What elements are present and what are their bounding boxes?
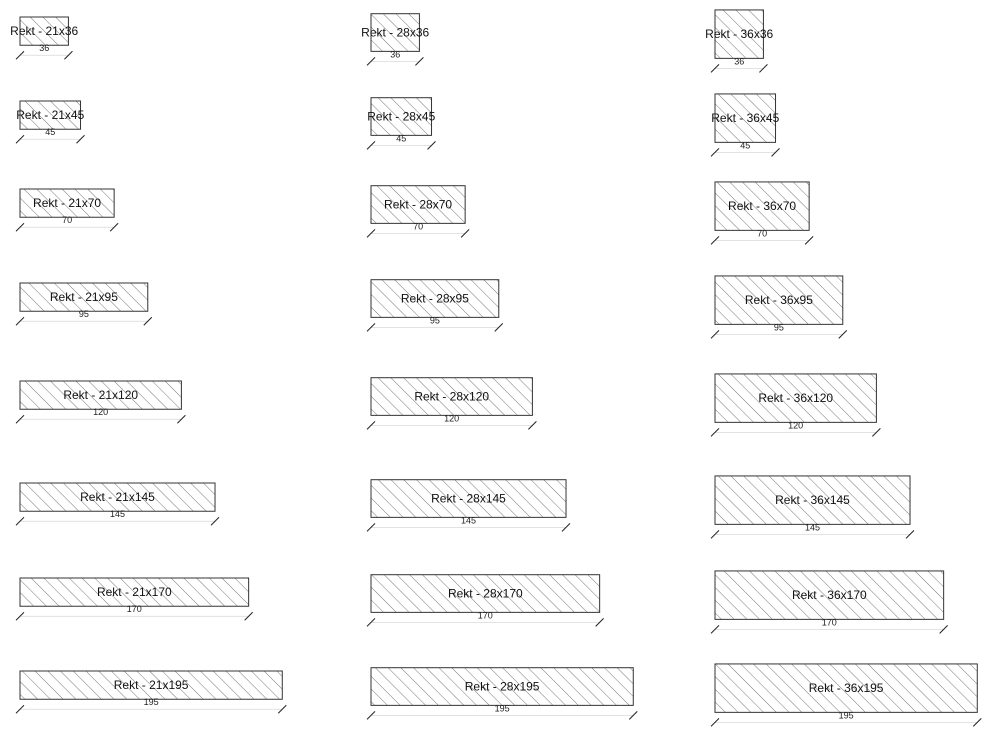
section-item: Rekt - 21x36 36 [10,17,78,59]
section-label: Rekt - 36x95 [745,293,813,307]
section-item: Rekt - 28x145 145 [367,480,570,532]
section-label: Rekt - 36x36 [705,27,773,41]
dimension-label: 36 [390,49,400,59]
section-item: Rekt - 28x70 70 [367,186,469,238]
section-item: Rekt - 28x170 170 [367,575,604,627]
section-item: Rekt - 21x145 145 [16,483,219,525]
section-item: Rekt - 36x195 195 [711,664,981,726]
section-item: Rekt - 36x170 170 [711,571,948,633]
section-item: Rekt - 21x170 170 [16,578,253,620]
section-item: Rekt - 36x120 120 [711,374,880,436]
dimension-label: 36 [734,56,744,66]
section-label: Rekt - 28x145 [431,492,506,506]
section-label: Rekt - 21x70 [33,196,101,210]
section-item: Rekt - 36x145 145 [711,476,914,538]
section-label: Rekt - 36x45 [711,111,779,125]
dimension-label: 195 [144,697,159,707]
section-label: Rekt - 36x195 [809,681,884,695]
section-label: Rekt - 36x70 [728,199,796,213]
section-item: Rekt - 36x45 45 [711,94,780,156]
dimension-label: 170 [478,610,493,620]
section-label: Rekt - 36x145 [775,493,850,507]
section-label: Rekt - 21x120 [63,388,138,402]
section-label: Rekt - 28x95 [401,292,469,306]
dimension-label: 120 [93,407,108,417]
dimension-label: 95 [79,309,89,319]
dimension-label: 45 [740,140,750,150]
section-label: Rekt - 21x170 [97,585,172,599]
dimension-label: 120 [788,420,803,430]
section-label: Rekt - 28x70 [384,198,452,212]
section-item: Rekt - 21x195 195 [16,671,286,713]
section-item: Rekt - 21x95 95 [16,283,152,325]
dimension-label: 95 [774,322,784,332]
section-label: Rekt - 28x195 [465,680,540,694]
section-label: Rekt - 21x145 [80,490,155,504]
dimension-label: 145 [110,509,125,519]
section-label: Rekt - 36x120 [758,391,833,405]
section-item: Rekt - 28x95 95 [367,280,503,332]
section-label: Rekt - 28x45 [367,110,435,124]
section-item: Rekt - 36x70 70 [711,182,813,244]
section-label: Rekt - 36x170 [792,588,867,602]
dimension-label: 36 [39,43,49,53]
dimension-label: 45 [396,133,406,143]
section-item: Rekt - 36x36 36 [705,10,773,72]
dimension-label: 70 [413,221,423,231]
dimension-label: 70 [62,215,72,225]
dimension-label: 145 [805,522,820,532]
dimension-label: 170 [822,617,837,627]
section-item: Rekt - 21x45 45 [16,101,85,143]
dimension-label: 145 [461,515,476,525]
section-label: Rekt - 21x195 [114,678,189,692]
dimension-label: 195 [839,710,854,720]
section-item: Rekt - 28x120 120 [367,378,536,430]
dimension-label: 95 [430,315,440,325]
section-item: Rekt - 28x36 36 [361,14,429,66]
section-item: Rekt - 21x120 120 [16,381,185,423]
section-label: Rekt - 21x95 [50,290,118,304]
section-label: Rekt - 28x120 [414,390,489,404]
dimension-label: 70 [757,228,767,238]
section-label: Rekt - 21x36 [10,24,78,38]
section-item: Rekt - 28x45 45 [367,98,436,150]
dimension-label: 120 [444,413,459,423]
section-label: Rekt - 21x45 [16,108,84,122]
section-label: Rekt - 28x36 [361,26,429,40]
dimension-label: 45 [45,127,55,137]
dimension-label: 195 [495,703,510,713]
section-item: Rekt - 28x195 195 [367,668,637,720]
section-item: Rekt - 21x70 70 [16,189,118,231]
dimension-label: 170 [127,604,142,614]
section-item: Rekt - 36x95 95 [711,276,847,338]
section-label: Rekt - 28x170 [448,587,523,601]
